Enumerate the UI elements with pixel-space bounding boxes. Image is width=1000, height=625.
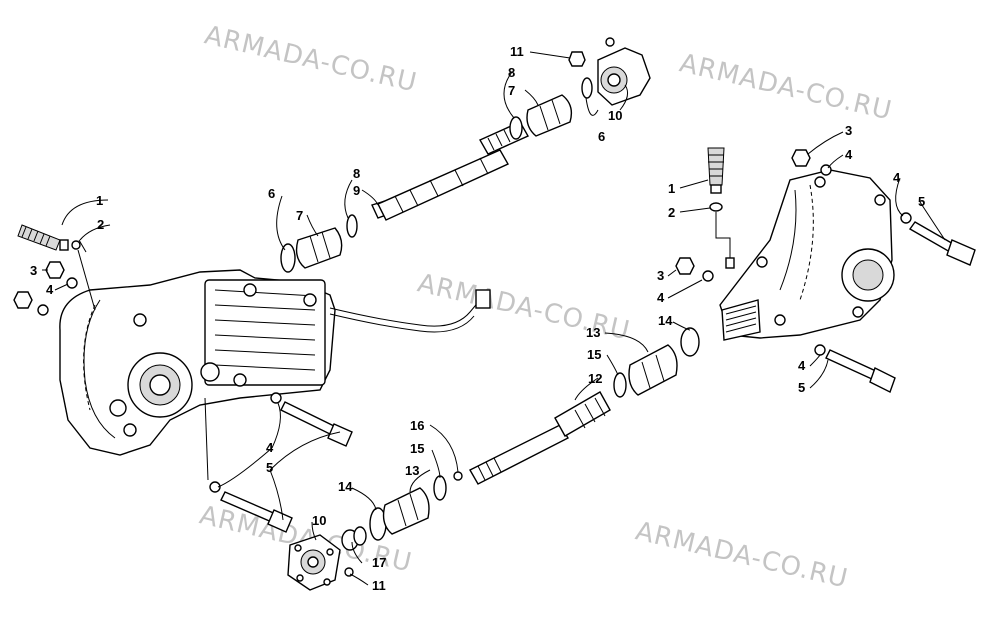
right-bolt-lower <box>825 349 896 393</box>
callout-4-bottom-left: 4 <box>266 440 274 455</box>
left-bolt-lower <box>220 491 293 533</box>
top-boot-assembly <box>509 37 651 140</box>
callout-3-left: 3 <box>30 263 37 278</box>
callout-17: 17 <box>372 555 386 570</box>
callout-5-right-top: 5 <box>918 194 925 209</box>
right-breather-boot <box>707 147 735 269</box>
callout-9-left: 9 <box>353 183 360 198</box>
callout-11-bottom: 11 <box>372 578 386 593</box>
bottom-flange-assembly <box>287 526 367 591</box>
left-nut-lower <box>13 291 33 309</box>
callout-16: 16 <box>410 418 424 433</box>
callout-13-right: 13 <box>586 325 600 340</box>
callout-12: 12 <box>588 371 602 386</box>
callout-15-right: 15 <box>587 347 601 362</box>
right-boot-assembly <box>613 327 700 398</box>
right-nut-lower <box>675 257 695 275</box>
callout-8-top: 8 <box>508 65 515 80</box>
rear-drive-shaft <box>469 391 611 485</box>
callout-4-right-mid: 4 <box>657 290 665 305</box>
front-drive-shaft <box>377 121 529 221</box>
harness-connector <box>475 289 491 309</box>
callout-8-left: 8 <box>353 166 360 181</box>
callout-2-right: 2 <box>668 205 675 220</box>
callout-14-bottom: 14 <box>338 479 353 494</box>
left-breather-boot <box>17 224 69 251</box>
right-nut-upper <box>791 149 811 167</box>
right-bolt-upper <box>908 221 976 266</box>
callout-3-right-top: 3 <box>845 123 852 138</box>
callout-5-bottom-left: 5 <box>266 460 273 475</box>
callout-5-right-low: 5 <box>798 380 805 395</box>
callout-4-right-low: 4 <box>798 358 806 373</box>
callout-14-right: 14 <box>658 313 673 328</box>
callout-4-right-top: 4 <box>845 147 853 162</box>
callout-10-bottom: 10 <box>312 513 326 528</box>
left-bolt-upper <box>280 401 353 447</box>
wiring-harness <box>329 299 481 327</box>
callout-11-top: 11 <box>510 44 524 59</box>
callout-7-top: 7 <box>508 83 515 98</box>
left-clamp <box>71 240 81 250</box>
callout-6-top: 6 <box>598 129 605 144</box>
callout-1-left: 1 <box>96 193 103 208</box>
bottom-boot-assembly <box>369 471 463 541</box>
leader-lines <box>42 51 946 586</box>
callout-15-bottom: 15 <box>410 441 424 456</box>
callout-6-left: 6 <box>268 186 275 201</box>
left-nut-upper <box>45 261 65 279</box>
callout-1-right: 1 <box>668 181 675 196</box>
callout-2-left: 2 <box>97 217 104 232</box>
callout-13-bottom: 13 <box>405 463 419 478</box>
callout-10-top: 10 <box>608 108 622 123</box>
front-gearcase <box>59 269 336 456</box>
callout-3-right-mid: 3 <box>657 268 664 283</box>
callout-4-left: 4 <box>46 282 54 297</box>
top-bolt-head <box>568 51 586 67</box>
callout-7-left: 7 <box>296 208 303 223</box>
rear-gearcase <box>719 169 895 341</box>
callout-4-right-side: 4 <box>893 170 901 185</box>
